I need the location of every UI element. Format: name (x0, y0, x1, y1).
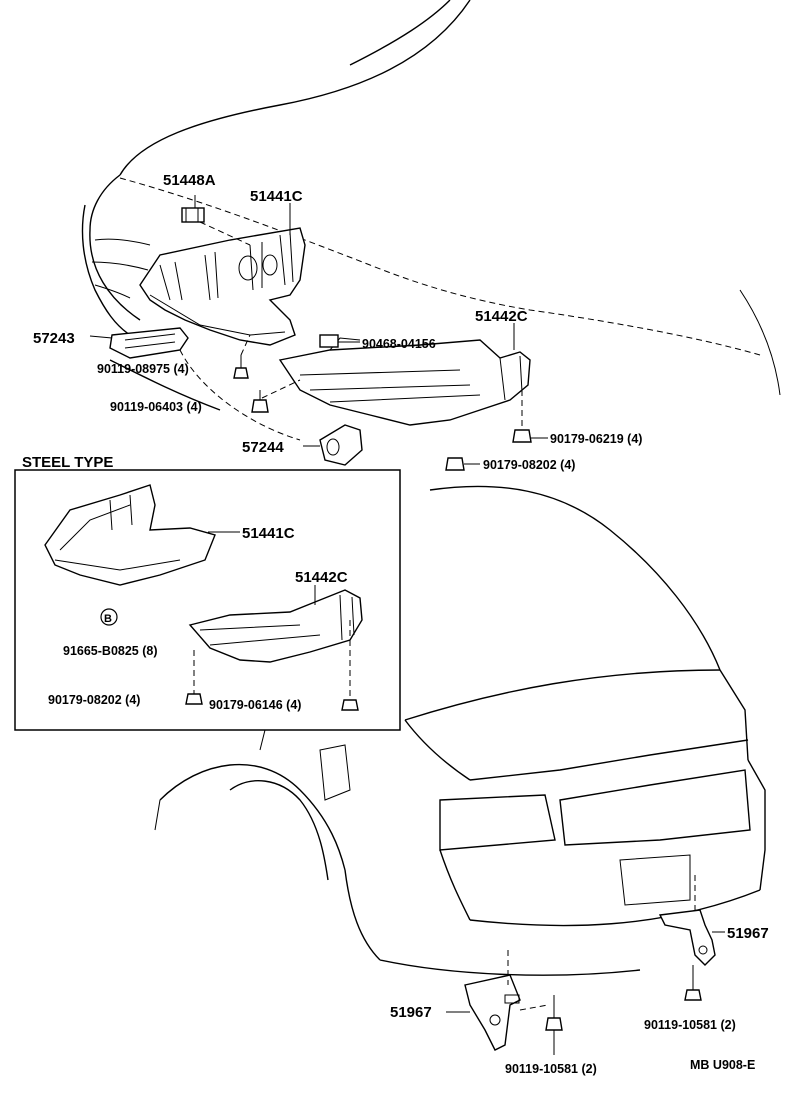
steel-type-heading: STEEL TYPE (22, 454, 113, 471)
diagram-code: MB U908-E (690, 1058, 755, 1072)
label-90179-06219: 90179-06219 (4) (550, 432, 642, 446)
label-51442c-inset: 51442C (295, 569, 348, 586)
marker-b: B (104, 613, 112, 625)
clip-90468-04156 (319, 334, 360, 348)
rear-car-body-outline (154, 485, 766, 976)
label-90119-08975: 90119-08975 (4) (97, 362, 189, 376)
label-57243: 57243 (33, 330, 75, 347)
label-51441c-inset: 51441C (242, 525, 295, 542)
label-57244: 57244 (242, 439, 284, 456)
bracket-57243 (89, 327, 189, 359)
label-90119-06403: 90119-06403 (4) (110, 400, 202, 414)
label-90468-04156: 90468-04156 (362, 337, 436, 351)
label-51967-left: 51967 (390, 1004, 432, 1021)
label-90119-10581-right: 90119-10581 (2) (644, 1018, 736, 1032)
nut-90179-08202-top (445, 457, 480, 471)
bracket-51967-right (658, 875, 725, 966)
front-car-body-outline (81, 0, 781, 411)
bracket-51967-left (446, 950, 521, 1051)
bolt-90119-08975 (233, 334, 251, 379)
label-51441c-top: 51441C (250, 188, 303, 205)
label-90179-06146: 90179-06146 (4) (209, 698, 301, 712)
label-51448a: 51448A (163, 172, 216, 189)
bolt-90119-10581-right (684, 965, 702, 1001)
label-51442c-top: 51442C (475, 308, 528, 325)
engine-under-cover-51441c (139, 227, 306, 346)
nut-90179-06219 (512, 390, 548, 443)
label-90179-08202-inset: 90179-08202 (4) (48, 693, 140, 707)
label-91665-b0825: 91665-B0825 (8) (63, 644, 158, 658)
label-90119-10581-left: 90119-10581 (2) (505, 1062, 597, 1076)
clip-51448a (181, 195, 251, 246)
bolt-90119-06403 (251, 379, 301, 413)
label-51967-right: 51967 (727, 925, 769, 942)
steel-type-inset (14, 469, 401, 731)
bracket-57244 (303, 424, 363, 466)
rear-under-cover-51442c (278, 337, 531, 426)
bolt-90119-10581-left (519, 995, 563, 1055)
label-90179-08202-top: 90179-08202 (4) (483, 458, 575, 472)
